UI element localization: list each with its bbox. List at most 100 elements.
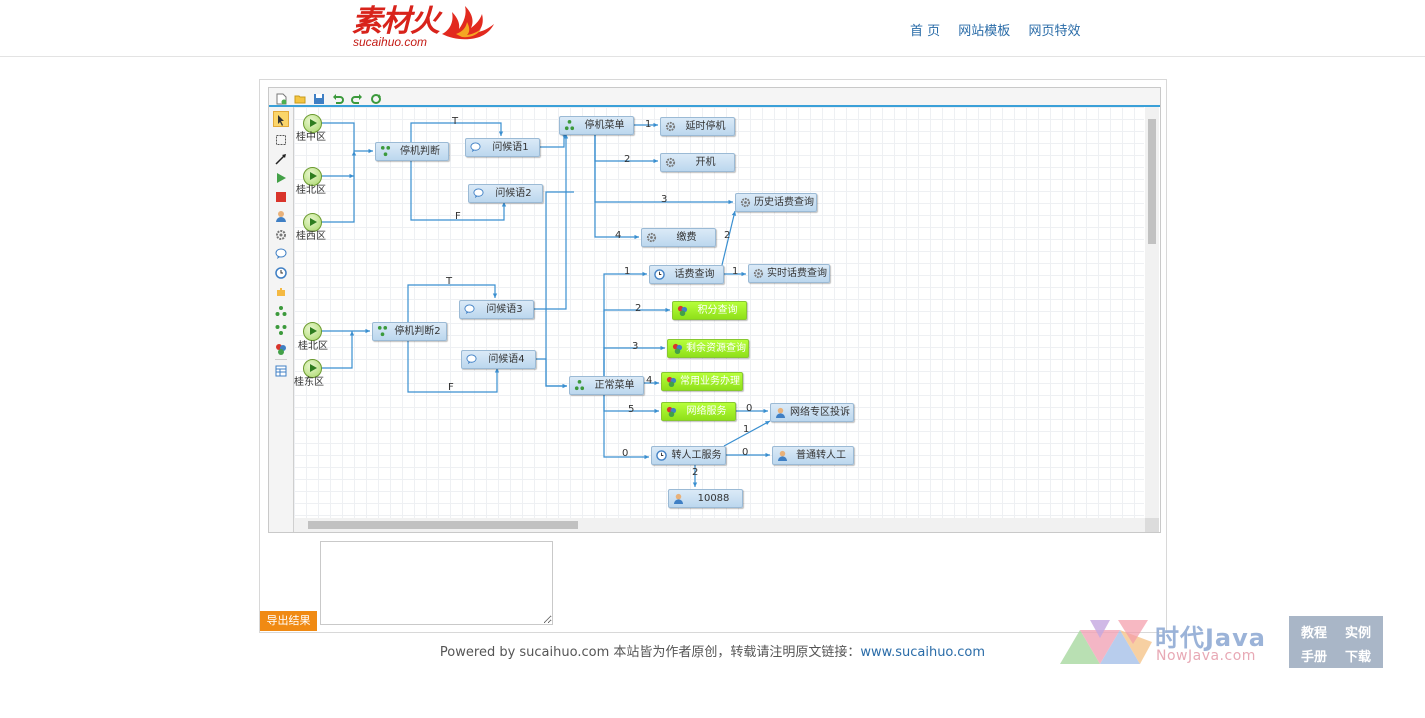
horizontal-scrollbar[interactable] <box>294 518 1145 532</box>
flow-edge-arrow <box>765 421 770 426</box>
flow-node[interactable]: 停机判断2 <box>372 322 447 341</box>
flow-edge[interactable] <box>407 284 496 322</box>
watermark-domain: NowJava.com <box>1156 648 1256 664</box>
flow-node[interactable]: 常用业务办理 <box>661 372 743 391</box>
flow-edge[interactable] <box>535 358 567 387</box>
line-icon[interactable] <box>275 150 287 165</box>
table-icon[interactable] <box>275 359 287 377</box>
chat-icon <box>464 304 475 315</box>
edge-label: 2 <box>724 230 731 241</box>
horizontal-scroll-thumb[interactable] <box>308 521 578 529</box>
flow-edge[interactable] <box>407 339 498 393</box>
start-node[interactable] <box>303 359 322 378</box>
fork-icon[interactable] <box>275 302 287 316</box>
fork-icon <box>574 380 585 391</box>
flow-edge[interactable] <box>603 273 647 376</box>
flow-edge[interactable] <box>721 210 736 266</box>
flow-node-label: 开机 <box>695 157 716 168</box>
flow-node[interactable]: 停机菜单 <box>559 116 634 135</box>
start-node-label: 桂东区 <box>294 377 324 388</box>
flow-node[interactable]: 延时停机 <box>660 117 735 136</box>
cluster-icon[interactable] <box>275 340 287 355</box>
flow-edge-arrow <box>654 380 659 386</box>
flow-edge[interactable] <box>410 122 502 142</box>
site-logo[interactable]: 素材火 sucaihuo.com <box>352 4 502 52</box>
flow-edge[interactable] <box>545 191 574 387</box>
flow-node[interactable]: 话费查询 <box>649 265 724 284</box>
select-box-icon[interactable] <box>275 131 287 145</box>
flow-edge-arrow <box>765 452 770 458</box>
refresh-icon[interactable] <box>370 90 382 104</box>
nav-effects[interactable]: 网页特效 <box>1028 24 1081 39</box>
flow-node[interactable]: 普通转人工 <box>772 446 854 465</box>
flow-edges <box>321 122 771 487</box>
flow-node[interactable]: 正常菜单 <box>569 376 644 395</box>
footer-link[interactable]: www.sucaihuo.com <box>860 645 986 660</box>
undo-icon[interactable] <box>332 90 344 104</box>
flow-node-label: 积分查询 <box>697 305 738 316</box>
new-icon[interactable] <box>275 90 287 105</box>
nav-templates[interactable]: 网站模板 <box>958 24 1011 39</box>
start-node[interactable] <box>303 213 322 232</box>
flow-edge-arrow <box>501 202 507 207</box>
flow-toolbar <box>269 88 1160 107</box>
flow-node[interactable]: 转人工服务 <box>651 446 726 465</box>
flow-edge[interactable] <box>603 347 665 376</box>
flow-node[interactable]: 10088 <box>668 489 743 508</box>
flow-node[interactable]: 网络服务 <box>661 402 736 421</box>
start-node[interactable] <box>303 114 322 133</box>
flow-edge[interactable] <box>723 420 771 447</box>
flow-node[interactable]: 问候语2 <box>468 184 543 203</box>
flow-node-label: 问候语4 <box>488 354 525 365</box>
edge-label: 5 <box>628 404 635 415</box>
flow-node[interactable]: 实时话费查询 <box>748 264 830 283</box>
open-icon[interactable] <box>294 90 306 104</box>
vertical-scroll-thumb[interactable] <box>1148 119 1156 244</box>
edge-label: 2 <box>692 467 699 478</box>
clock-icon <box>654 269 665 280</box>
start-node[interactable] <box>303 322 322 341</box>
save-icon[interactable] <box>313 90 325 104</box>
cursor-icon[interactable] <box>273 111 289 127</box>
flow-node[interactable]: 停机判断 <box>375 142 449 161</box>
flow-node-label: 问候语1 <box>492 142 529 153</box>
flow-edge[interactable] <box>321 122 373 152</box>
start-icon[interactable] <box>275 169 287 183</box>
flow-node[interactable]: 问候语4 <box>461 350 536 369</box>
flow-node[interactable]: 开机 <box>660 153 735 172</box>
end-icon[interactable] <box>275 188 287 202</box>
flow-edge[interactable] <box>594 133 639 238</box>
flow-node[interactable]: 网络专区投诉 <box>770 403 854 422</box>
flow-edge[interactable] <box>321 151 355 223</box>
main-nav: 首 页 网站模板 网页特效 <box>910 20 1094 39</box>
flow-node-label: 常用业务办理 <box>680 376 740 387</box>
flow-node[interactable]: 剩余资源查询 <box>667 339 749 358</box>
redo-icon[interactable] <box>351 90 363 104</box>
plugin-icon[interactable] <box>275 283 287 296</box>
flow-edge[interactable] <box>410 159 505 221</box>
flow-node[interactable]: 积分查询 <box>672 301 747 320</box>
flow-node[interactable]: 缴费 <box>641 228 716 247</box>
flow-edge-arrow <box>692 482 698 487</box>
start-node[interactable] <box>303 167 322 186</box>
gear-icon[interactable] <box>275 226 287 240</box>
flow-edge[interactable] <box>321 331 353 369</box>
flow-node[interactable]: 问候语1 <box>465 138 540 157</box>
join-icon[interactable] <box>275 321 287 335</box>
edge-label: T <box>446 276 453 287</box>
flow-node[interactable]: 历史话费查询 <box>735 193 817 212</box>
flow-edge[interactable] <box>533 134 567 310</box>
clock-icon[interactable] <box>275 264 287 279</box>
flow-node[interactable]: 问候语3 <box>459 300 534 319</box>
flow-edge-arrow <box>653 122 658 128</box>
nav-home[interactable]: 首 页 <box>910 24 941 39</box>
export-result-button[interactable]: 导出结果 <box>260 611 317 631</box>
result-textarea[interactable] <box>320 541 553 625</box>
watermark-logo-icon <box>1060 620 1152 664</box>
user-icon[interactable] <box>275 207 287 222</box>
flow-edge-arrow <box>731 211 737 216</box>
vertical-scrollbar[interactable] <box>1145 107 1159 518</box>
chat-icon[interactable] <box>275 245 287 259</box>
flow-edge[interactable] <box>603 376 649 458</box>
